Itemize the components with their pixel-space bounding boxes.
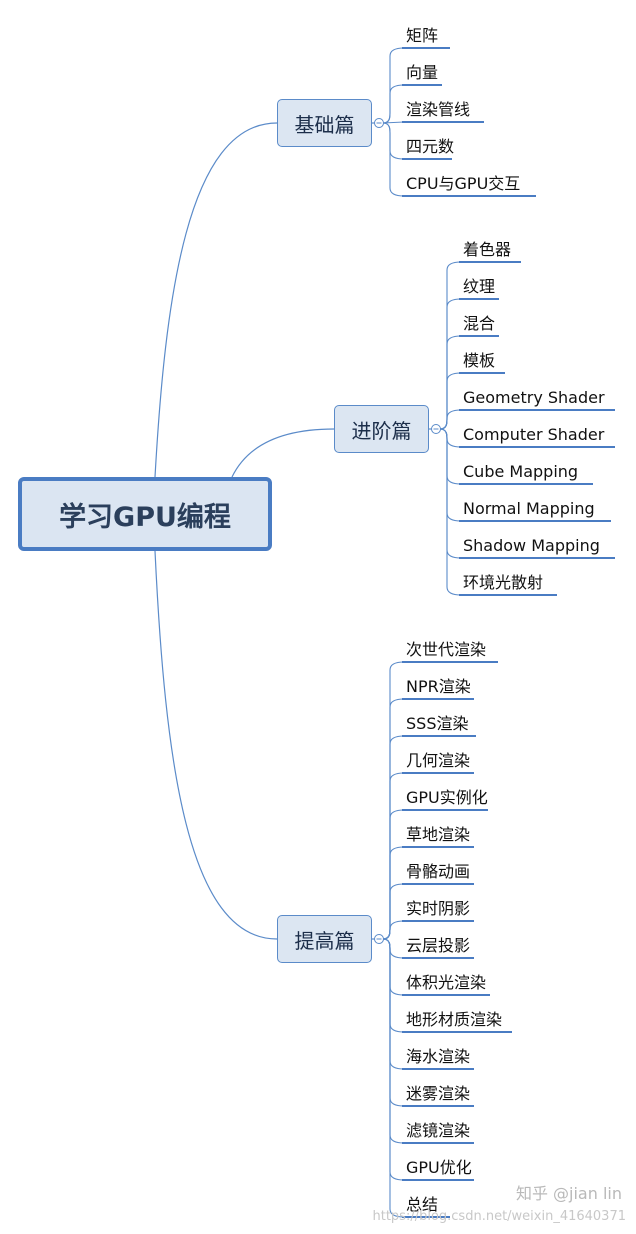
leaf-node-3-10[interactable]: 体积光渲染 xyxy=(406,973,487,992)
connector-leaf-1-3 xyxy=(382,121,405,124)
connector-leaf-3-9 xyxy=(382,938,405,959)
leaf-node-3-16[interactable]: 总结 xyxy=(406,1195,439,1214)
connector-leaf-2-9 xyxy=(439,428,462,559)
leaf-node-3-14[interactable]: 滤镜渲染 xyxy=(406,1121,471,1140)
leaf-node-1-1[interactable]: 矩阵 xyxy=(406,26,439,45)
connector-leaf-3-1 xyxy=(382,661,405,940)
leaf-node-3-2[interactable]: NPR渲染 xyxy=(406,677,471,696)
connector-leaf-3-12 xyxy=(382,938,405,1070)
leaf-node-3-6[interactable]: 草地渲染 xyxy=(406,825,471,844)
connector-leaf-3-6 xyxy=(382,846,405,940)
leaf-node-1-4[interactable]: 四元数 xyxy=(406,137,455,156)
leaf-node-3-1[interactable]: 次世代渲染 xyxy=(406,640,487,659)
branch-node-2[interactable]: 进阶篇 xyxy=(334,405,429,453)
leaf-node-2-7[interactable]: Cube Mapping xyxy=(463,462,579,481)
connector-root-to-branch-3 xyxy=(154,550,278,940)
connector-leaf-2-1 xyxy=(439,261,462,430)
leaf-node-3-15[interactable]: GPU优化 xyxy=(406,1158,472,1177)
watermark-csdn: https://blog.csdn.net/weixin_41640371 xyxy=(372,1209,626,1224)
leaf-node-3-11[interactable]: 地形材质渲染 xyxy=(406,1010,503,1029)
connector-leaf-2-4 xyxy=(439,372,462,430)
connector-leaf-2-3 xyxy=(439,335,462,430)
connector-leaf-3-2 xyxy=(382,698,405,940)
connector-leaf-3-5 xyxy=(382,809,405,940)
leaf-node-2-3[interactable]: 混合 xyxy=(463,314,496,333)
root-node[interactable]: 学习GPU编程 xyxy=(18,477,272,551)
leaf-node-3-5[interactable]: GPU实例化 xyxy=(406,788,488,807)
connector-leaf-1-2 xyxy=(382,84,405,124)
connector-leaf-1-5 xyxy=(382,122,405,197)
connector-leaf-2-5 xyxy=(439,409,462,430)
leaf-node-2-1[interactable]: 着色器 xyxy=(463,240,512,259)
leaf-node-2-10[interactable]: 环境光散射 xyxy=(463,573,544,592)
leaf-node-2-2[interactable]: 纹理 xyxy=(463,277,496,296)
connector-leaf-3-15 xyxy=(382,938,405,1181)
leaf-node-3-9[interactable]: 云层投影 xyxy=(406,936,471,955)
connector-leaf-3-3 xyxy=(382,735,405,940)
connector-leaf-3-13 xyxy=(382,938,405,1107)
connector-leaf-3-10 xyxy=(382,938,405,996)
connector-leaf-3-8 xyxy=(382,920,405,940)
leaf-node-2-6[interactable]: Computer Shader xyxy=(463,425,605,444)
connector-leaf-3-14 xyxy=(382,938,405,1144)
branch-node-3[interactable]: 提高篇 xyxy=(277,915,372,963)
leaf-node-2-5[interactable]: Geometry Shader xyxy=(463,388,605,407)
leaf-node-2-4[interactable]: 模板 xyxy=(463,351,496,370)
connector-leaf-2-2 xyxy=(439,298,462,430)
connector-leaf-2-7 xyxy=(439,428,462,485)
watermark-zhihu: 知乎 @jian lin xyxy=(515,1184,622,1203)
leaf-node-3-12[interactable]: 海水渲染 xyxy=(406,1047,471,1066)
connector-root-to-branch-2 xyxy=(231,428,335,478)
connector-leaf-3-11 xyxy=(382,938,405,1033)
leaf-node-1-3[interactable]: 渲染管线 xyxy=(406,100,471,119)
connector-root-to-branch-1 xyxy=(154,122,278,478)
leaf-node-3-4[interactable]: 几何渲染 xyxy=(406,751,471,770)
branch-node-1[interactable]: 基础篇 xyxy=(277,99,372,147)
connector-leaf-1-4 xyxy=(382,122,405,160)
leaf-node-3-3[interactable]: SSS渲染 xyxy=(406,714,469,733)
leaf-node-2-8[interactable]: Normal Mapping xyxy=(463,499,595,518)
connector-leaf-2-8 xyxy=(439,428,462,522)
leaf-node-1-5[interactable]: CPU与GPU交互 xyxy=(406,174,521,193)
connector-leaf-2-10 xyxy=(439,428,462,596)
leaf-node-3-7[interactable]: 骨骼动画 xyxy=(406,862,471,881)
connector-leaf-3-4 xyxy=(382,772,405,940)
leaf-node-3-8[interactable]: 实时阴影 xyxy=(406,899,471,918)
connector-leaf-3-7 xyxy=(382,883,405,940)
leaf-node-1-2[interactable]: 向量 xyxy=(406,63,439,82)
connector-leaf-2-6 xyxy=(439,428,462,448)
leaf-node-3-13[interactable]: 迷雾渲染 xyxy=(406,1084,471,1103)
connector-leaf-3-16 xyxy=(382,938,405,1218)
leaf-node-2-9[interactable]: Shadow Mapping xyxy=(463,536,600,555)
